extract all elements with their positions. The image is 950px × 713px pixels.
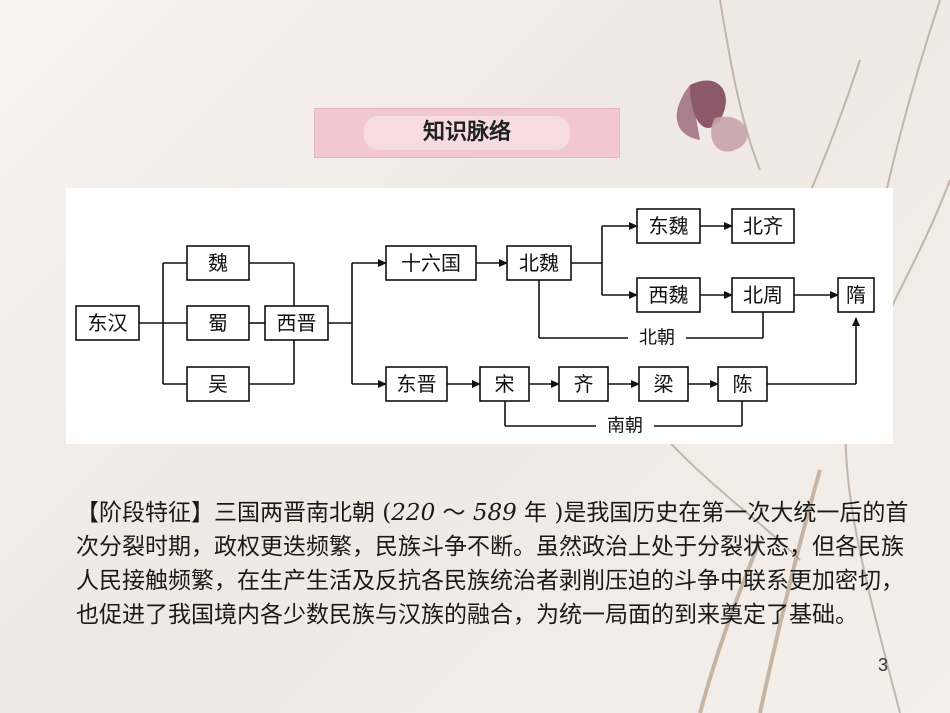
node-donghan: 东汉 (88, 311, 128, 335)
node-beizhou: 北周 (743, 283, 783, 307)
node-dongwei: 东魏 (649, 214, 689, 238)
section-title-banner: 知识脉络 (314, 108, 620, 158)
year-end: 589 (472, 500, 517, 526)
node-box-song (479, 366, 530, 402)
paragraph-rest: 是我国历史在第一次大统一后的首次分裂时期，政权更迭频繁，民族斗争不断。虽然政治上… (76, 500, 909, 628)
node-box-shu (186, 305, 250, 341)
node-box-beizhou (731, 277, 795, 313)
node-beiwei: 北魏 (519, 251, 559, 275)
node-shiliuguo: 十六国 (401, 251, 461, 275)
node-box-xiwei (636, 277, 701, 313)
butterfly-icon (676, 80, 748, 152)
node-box-qi (558, 366, 609, 402)
node-box-dongjin (385, 366, 448, 402)
node-box-shiliuguo (385, 245, 477, 281)
node-wu: 吴 (208, 372, 228, 396)
node-sui: 隋 (846, 283, 866, 307)
page-number: 3 (878, 655, 889, 675)
node-dongjin: 东晋 (397, 372, 437, 396)
tilde: ～ (435, 500, 473, 526)
node-xiwei: 西魏 (649, 283, 689, 307)
label-nanchao: 南朝 (607, 416, 643, 437)
section-title: 知识脉络 (422, 120, 511, 145)
node-box-donghan (75, 305, 140, 341)
node-chen: 陈 (733, 372, 753, 396)
year-start: 220 (391, 500, 436, 526)
history-flow-diagram: 东汉 魏 蜀 吴 西晋 十六国 北魏 东魏 北齐 西魏 北周 隋 东晋 宋 齐 … (66, 188, 893, 444)
paragraph-lead: 【阶段特征】三国两晋南北朝 (76, 500, 375, 526)
node-box-chen (717, 366, 768, 402)
stage-characteristics-paragraph: 【阶段特征】三国两晋南北朝 (220 ～ 589 年 )是我国历史在第一次大统一… (76, 496, 916, 632)
paren-close: ) (547, 500, 564, 526)
node-shu: 蜀 (208, 311, 228, 335)
node-box-sui (837, 277, 875, 313)
node-box-dongwei (636, 208, 701, 244)
node-box-wu (186, 366, 250, 402)
label-beichao: 北朝 (639, 328, 675, 349)
node-wei: 魏 (208, 251, 228, 275)
year-unit: 年 (516, 500, 548, 526)
node-song: 宋 (495, 372, 515, 396)
paren-open: ( (375, 500, 392, 526)
node-box-beiqi (731, 208, 795, 244)
node-liang: 梁 (654, 372, 674, 396)
node-box-beiwei (506, 245, 572, 281)
node-box-xijin (264, 305, 329, 341)
node-qi: 齐 (574, 372, 594, 396)
node-beiqi: 北齐 (743, 214, 783, 238)
node-box-liang (638, 366, 689, 402)
title-banner-inner (364, 116, 570, 150)
node-xijin: 西晋 (277, 311, 317, 335)
node-box-wei (186, 245, 250, 281)
